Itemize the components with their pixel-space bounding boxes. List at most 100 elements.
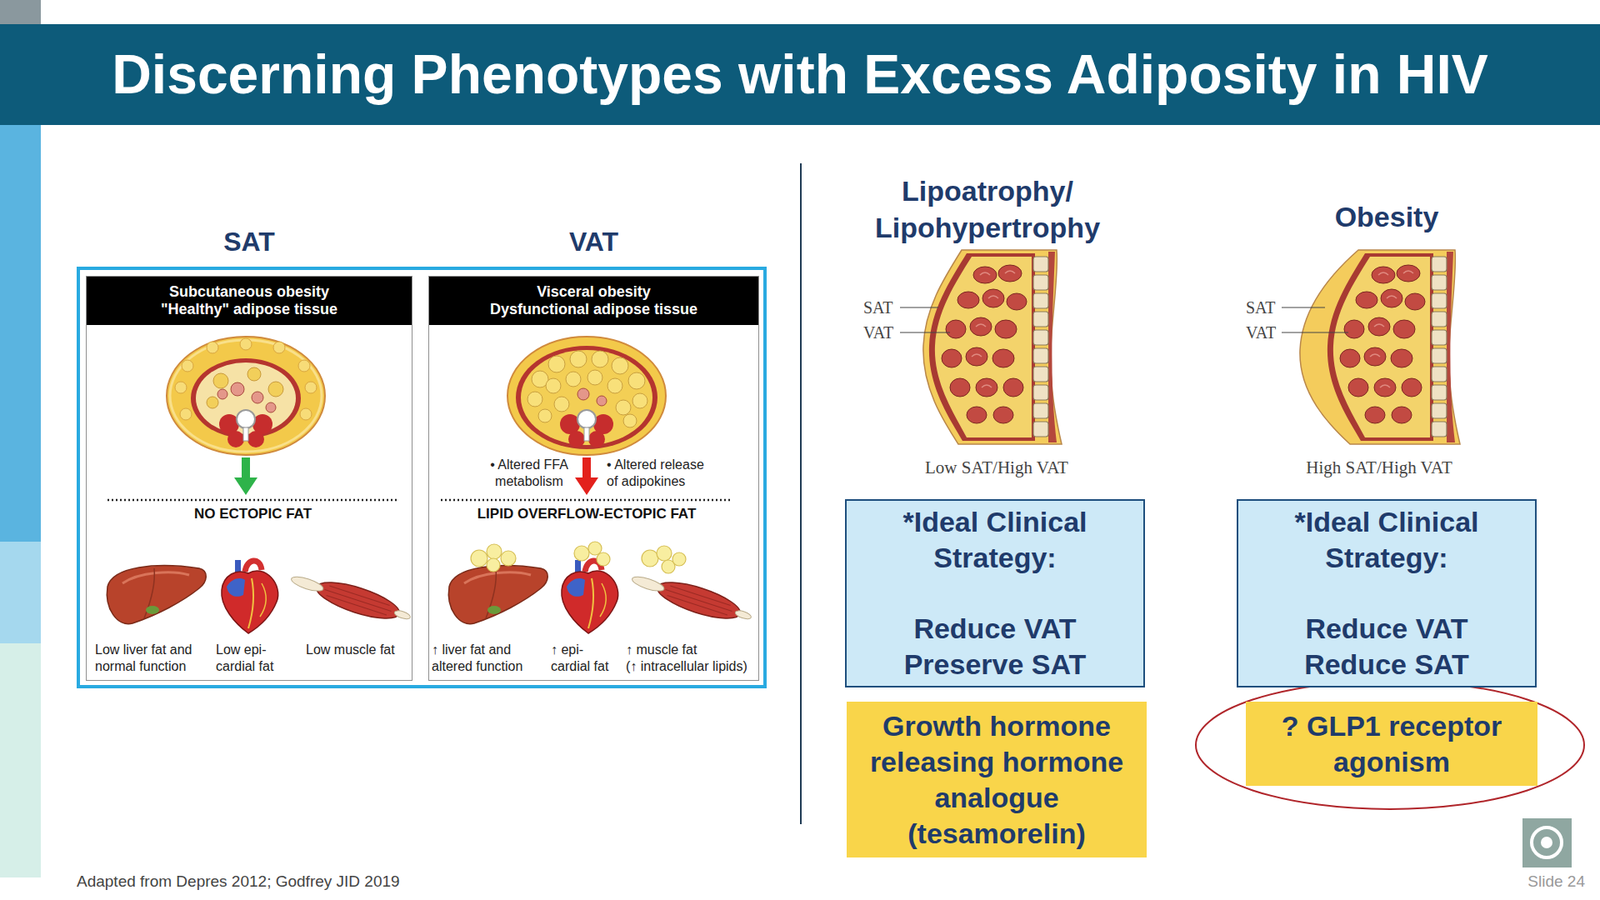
heart-icon	[561, 560, 619, 634]
cross-section-vat	[507, 336, 666, 455]
leader-line	[900, 331, 950, 333]
cross-section-vat	[577, 410, 596, 429]
column-heading: Lipoatrophy/ Lipohypertrophy	[862, 172, 1113, 246]
dotted-divider	[440, 499, 733, 502]
title-bar	[0, 24, 1600, 125]
logo-icon	[1531, 827, 1562, 858]
heart-icon	[221, 560, 279, 634]
note-text: • Altered release of adipokines	[606, 456, 715, 490]
dotted-divider	[107, 499, 399, 502]
leader-line	[1281, 306, 1325, 308]
cross-section-sat	[181, 360, 194, 372]
ectopic-fat-blobs	[470, 541, 686, 574]
logo-icon	[1522, 818, 1572, 868]
treatment-box: ? GLP1 receptor agonism	[1245, 701, 1538, 786]
cross-section-sat	[180, 408, 192, 420]
panel-box: SATSubcutaneous obesity"Healthy" adipose…	[85, 275, 413, 681]
cross-section-sat	[175, 381, 187, 394]
cross-section-vat	[615, 400, 631, 415]
cross-section-sat	[206, 396, 219, 409]
strategy-heading: *Ideal Clinical Strategy:	[870, 504, 1120, 576]
strategy-box: *Ideal Clinical Strategy:Reduce VATReduc…	[1236, 499, 1537, 688]
cross-section-vat	[548, 355, 565, 373]
cross-section-vat	[538, 409, 552, 423]
ectopic-fat-blobs	[470, 550, 488, 567]
organ-caption: ↑ liver fat and altered function	[431, 641, 540, 675]
ectopic-fat-blobs	[588, 541, 602, 555]
figure-caption: Low SAT/High VAT	[871, 456, 1122, 479]
strategy-line: Preserve SAT	[904, 646, 1087, 683]
ectopic-fat-blobs	[486, 558, 500, 572]
column-heading: Obesity	[1303, 198, 1470, 235]
cross-section-vat	[507, 336, 666, 455]
down-arrow-red	[575, 457, 599, 495]
abdomen-innards	[929, 251, 1057, 443]
strategy-box: *Ideal Clinical Strategy:Reduce VATPrese…	[845, 499, 1145, 688]
down-arrow-green	[234, 477, 258, 495]
cross-section-vat	[565, 371, 581, 387]
abdomen-lipohypertrophy	[923, 250, 1062, 445]
abdomen-lipohypertrophy	[923, 250, 1062, 445]
cross-section-sat	[227, 430, 245, 448]
panel-header: Visceral obesityDysfunctional adipose ti…	[429, 276, 759, 325]
cross-section-vat	[515, 345, 658, 450]
down-arrow-red	[575, 477, 599, 495]
figure-frame	[78, 268, 765, 687]
cross-section-sat	[305, 381, 317, 394]
abdomen-obesity	[1300, 250, 1460, 445]
cross-section-sat	[251, 391, 264, 404]
corner-block	[0, 0, 41, 25]
panel-header: Subcutaneous obesity"Healthy" adipose ti…	[86, 276, 412, 325]
cross-section-sat	[240, 338, 252, 350]
cross-section-sat	[273, 341, 285, 354]
cross-section-vat	[591, 350, 609, 368]
layer-label: SAT	[1245, 297, 1276, 318]
cross-section-vat	[632, 393, 648, 409]
layer-label: VAT	[1245, 322, 1276, 343]
cross-section-vat	[545, 378, 561, 394]
abdomen-obesity	[1300, 250, 1460, 445]
ectopic-fat-blobs	[656, 545, 672, 561]
organ-caption: Low muscle fat	[305, 641, 395, 659]
cross-section-vat	[527, 350, 648, 428]
side-strip	[0, 643, 41, 878]
cross-section-sat	[213, 373, 229, 389]
panel-box: VATVisceral obesityDysfunctional adipose…	[428, 275, 760, 681]
leader-line	[900, 306, 939, 308]
ectopic-fat-blobs	[500, 550, 516, 566]
outcome-label: LIPID OVERFLOW-ECTOPIC FAT	[440, 505, 733, 523]
cross-section-vat	[584, 427, 590, 441]
cross-section-sat	[166, 336, 325, 455]
cross-section-vat	[607, 378, 623, 394]
slide-number: Slide 24	[1491, 871, 1585, 892]
ectopic-fat-blobs	[596, 552, 610, 566]
layer-label: SAT	[863, 297, 894, 318]
down-arrow-green	[234, 457, 258, 495]
cross-section-vat	[527, 391, 543, 407]
muscle-icon	[287, 566, 415, 630]
note-text: • Altered FFA metabolism	[483, 456, 575, 490]
header-line: Dysfunctional adipose tissue	[490, 300, 698, 319]
header-line: Subcutaneous obesity	[169, 283, 330, 301]
cross-section-sat	[243, 427, 249, 441]
cross-section-vat	[554, 396, 570, 412]
source-caption: Adapted from Depres 2012; Godfrey JID 20…	[76, 871, 400, 892]
ectopic-fat-blobs	[486, 544, 502, 560]
outcome-label: NO ECTOPIC FAT	[107, 505, 399, 523]
strategy-line: Reduce SAT	[1304, 646, 1470, 683]
leader-line	[900, 307, 1349, 333]
organ-caption: Low liver fat and normal function	[95, 641, 204, 675]
treatment-text: Growth hormone releasing hormone analogu…	[863, 708, 1130, 852]
cross-section-vat	[588, 430, 605, 448]
cross-section-vat	[587, 370, 603, 385]
down-arrow-red	[582, 457, 591, 480]
panel-heading: VAT	[429, 225, 759, 259]
cross-section-vat	[577, 388, 590, 400]
cross-section-vat	[568, 430, 585, 448]
organ-caption: (↑ intracellular lipids)	[625, 658, 748, 675]
highlight-ellipse	[1195, 680, 1585, 810]
organ-caption: ↑ muscle fat	[625, 641, 697, 659]
cross-section-sat	[206, 341, 219, 354]
